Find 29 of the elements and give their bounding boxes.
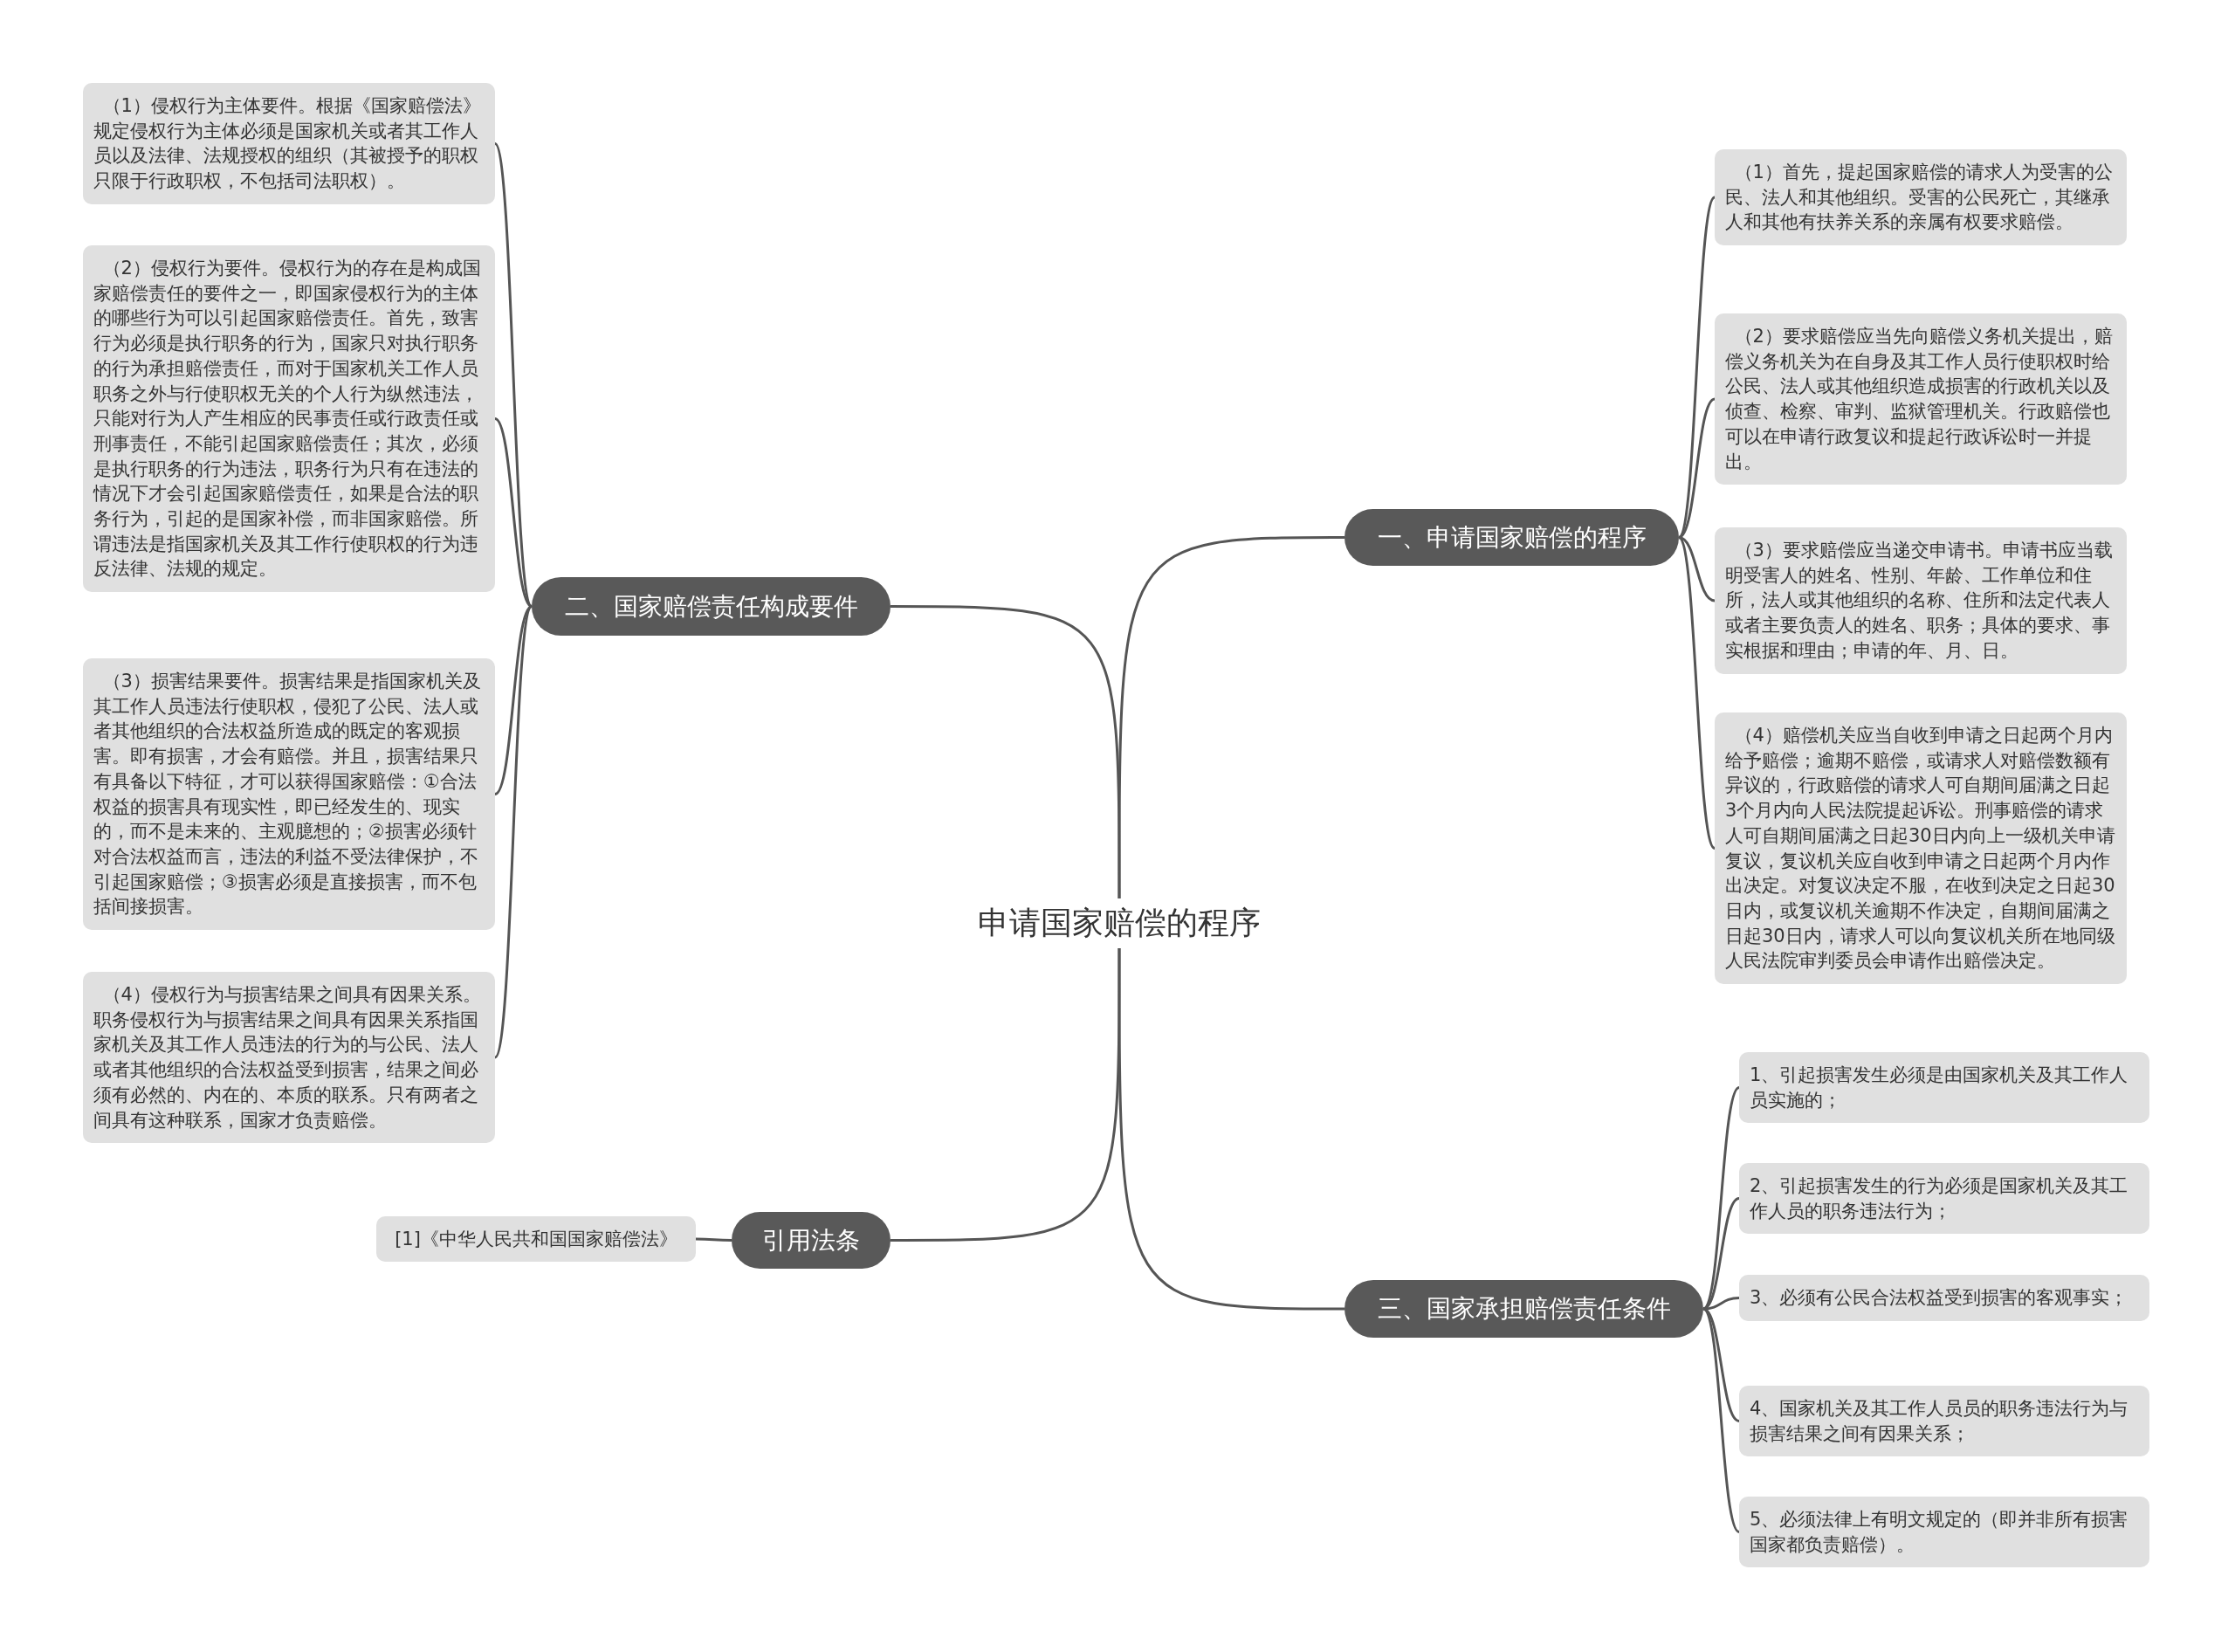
connector-line xyxy=(1118,536,1344,898)
note-box: 5、必须法律上有明文规定的（即并非所有损害国家都负责赔偿）。 xyxy=(1739,1497,2149,1568)
note-box: 1、引起损害发生必须是由国家机关及其工作人员实施的； xyxy=(1739,1052,2149,1124)
note-box: （3）要求赔偿应当递交申请书。申请书应当载明受害人的姓名、性别、年龄、工作单位和住所，法人或其他组织的名称、住所和法定代表人或者主要负责人的姓名、职务；具体的要求、事实根据和理由；申请的年、月、日。 xyxy=(1715,527,2127,674)
note-box: （4）赔偿机关应当自收到申请之日起两个月内给予赔偿；逾期不赔偿，或请求人对赔偿数额有异议的，行政赔偿的请求人可自期间届满之日起3个月内向人民法院提起诉讼。刑事赔偿的请求人可自期间届满之日起30日内向上一级机关申请复议，复议机关应自收到申请之日起两个月内作出决定。对复议决定不服，在收到决定之日起30日内，或复议机关逾期不作决定，自期间届满之日起30日内，请求人可以向复议机关所在地同级人民法院审判委员会申请作出赔偿决定。 xyxy=(1715,712,2127,985)
connector-line xyxy=(493,605,533,1058)
connector-line xyxy=(891,948,1121,1242)
connector-line xyxy=(1118,948,1344,1311)
connector-line xyxy=(1678,536,1716,602)
connector-line xyxy=(696,1237,732,1242)
note-box: （1）首先，提起国家赔偿的请求人为受害的公民、法人和其他组织。受害的公民死亡，其继承人和其他有扶养关系的亲属有权要求赔偿。 xyxy=(1715,149,2127,246)
note-box: 3、必须有公民合法权益受到损害的客观事实； xyxy=(1739,1275,2149,1321)
note-box: （3）损害结果要件。损害结果是指国家机关及其工作人员违法行使职权，侵犯了公民、法人或者其他组织的合法权益所造成的既定的客观损害。即有损害，才会有赔偿。并且，损害结果只有具备以下特征，才可以获得国家赔偿：①合法权益的损害具有现实性，即已经发生的、现实的，而不是未来的、主观臆想的；②损害必须针对合法权益而言，违法的利益不受法律保护，不引起国家赔偿；③损害必须是直接损害，而不包括间接损害。 xyxy=(83,658,495,931)
note-box: 4、国家机关及其工作人员员的职务违法行为与损害结果之间有因果关系； xyxy=(1739,1386,2149,1457)
note-box: 2、引起损害发生的行为必须是国家机关及其工作人员的职务违法行为； xyxy=(1739,1163,2149,1235)
topic-pill: 引用法条 xyxy=(732,1212,891,1269)
connector-line xyxy=(1702,1307,1741,1533)
central-topic: 申请国家赔偿的程序 xyxy=(973,898,1266,948)
note-box: （2）侵权行为要件。侵权行为的存在是构成国家赔偿责任的要件之一，即国家侵权行为的主体的哪些行为可以引起国家赔偿责任。首先，致害行为必须是执行职务的行为，国家只对执行职务的行为承担赔偿责任，而对于国家机关工作人员职务之外与行使职权无关的个人行为纵然违法，只能对行为人产生相应的民事责任或行政责任或刑事责任，不能引起国家赔偿责任；其次，必须是执行职务的行为违法，职务行为只有在违法的情况下才会引起国家赔偿责任，如果是合法的职务行为，引起的是国家补偿，而非国家赔偿。所谓违法是指国家机关及其工作行使职权的行为违反法律、法规的规定。 xyxy=(83,245,495,593)
connector-line xyxy=(891,605,1121,898)
note-box: （4）侵权行为与损害结果之间具有因果关系。职务侵权行为与损害结果之间具有因果关系指国家机关及其工作人员违法的行为的与公民、法人或者其他组织的合法权益受到损害，结果之间必须有必然的、内在的、本质的联系。只有两者之间具有这种联系，国家才负责赔偿。 xyxy=(83,972,495,1144)
citation-box: [1]《中华人民共和国国家赔偿法》 xyxy=(376,1216,696,1262)
note-box: （2）要求赔偿应当先向赔偿义务机关提出，赔偿义务机关为在自身及其工作人员行使职权时给公民、法人或其他组织造成损害的行政机关以及侦查、检察、审判、监狱管理机关。行政赔偿也可以在申请行政复议和提起行政诉讼时一并提出。 xyxy=(1715,313,2127,485)
topic-pill: 二、国家赔偿责任构成要件 xyxy=(532,577,891,636)
connector-line xyxy=(1677,196,1716,539)
connector-line xyxy=(1677,536,1716,850)
topic-pill: 一、申请国家赔偿的程序 xyxy=(1344,509,1679,566)
note-box: （1）侵权行为主体要件。根据《国家赔偿法》规定侵权行为主体必须是国家机关或者其工作人员以及法律、法规授权的组织（其被授予的职权只限于行政职权，不包括司法职权）。 xyxy=(83,83,495,204)
topic-pill: 三、国家承担赔偿责任条件 xyxy=(1344,1280,1703,1338)
